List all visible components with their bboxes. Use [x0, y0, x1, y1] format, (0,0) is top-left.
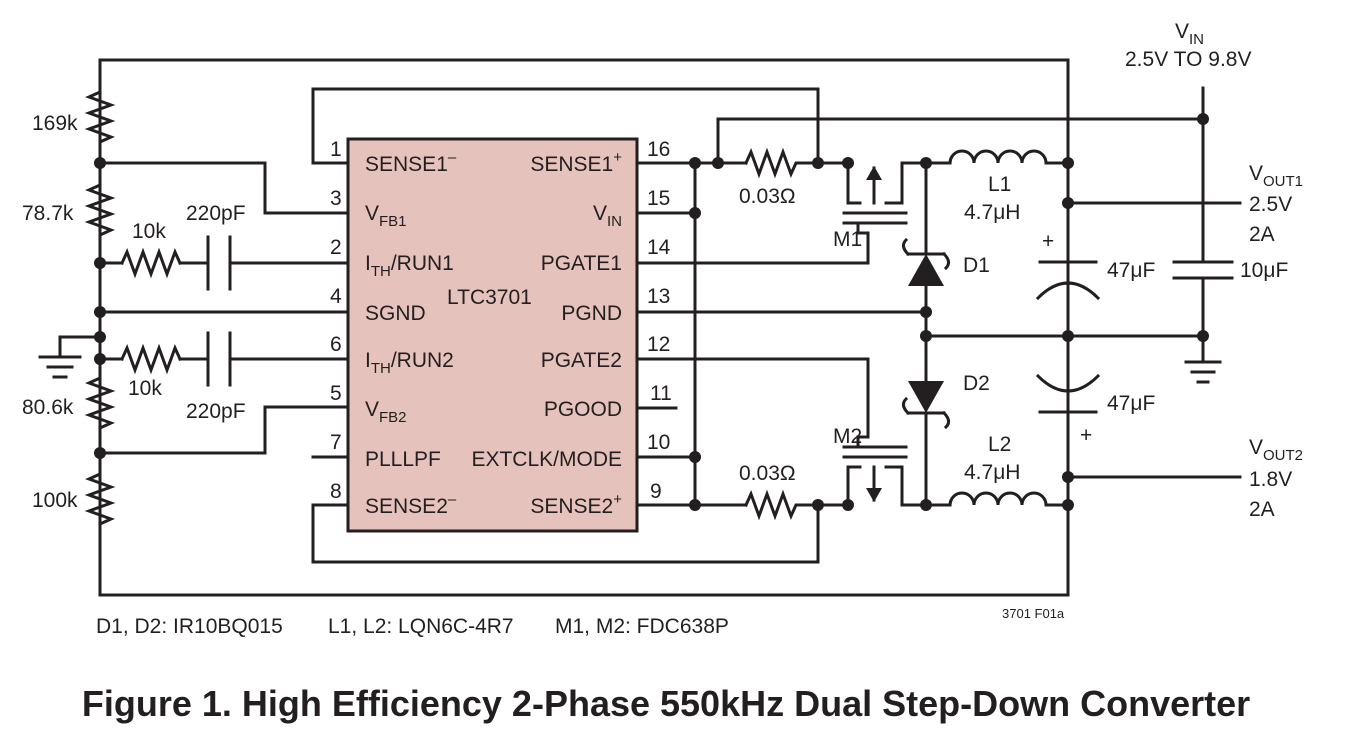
inductor-l1 — [948, 149, 1070, 165]
pin-name-sgnd: SGND — [365, 302, 426, 325]
vout2-voltage: 1.8V — [1249, 468, 1292, 491]
label-plus-bottom: + — [1080, 424, 1092, 447]
capacitor-47uf-top — [1035, 260, 1101, 301]
pin-number: 15 — [647, 187, 670, 210]
pin-name-pgate1: PGATE1 — [541, 252, 622, 275]
wires — [38, 58, 1242, 597]
pin-name-vin: VIN — [593, 202, 622, 230]
pin-name-vfb2: VFB2 — [365, 398, 407, 426]
pin-number: 13 — [647, 285, 670, 308]
label-c-220pf-bottom: 220pF — [186, 400, 246, 423]
pin-name-sense1-plus: SENSE1+ — [530, 149, 622, 176]
vin-label: VIN 2.5V TO 9.8V — [1125, 20, 1251, 71]
label-plus-top: + — [1042, 230, 1054, 253]
label-rs1: 0.03Ω — [739, 185, 796, 208]
figure-code: 3701 F01a — [1002, 606, 1065, 621]
ic-pin-numbers: 1 3 2 4 6 5 7 8 16 15 14 13 12 11 10 9 — [330, 138, 672, 503]
resistor-169k — [84, 78, 116, 165]
ic-right-pin-names: SENSE1+ VIN PGATE1 PGND PGATE2 PGOOD EXT… — [471, 149, 622, 518]
vout1-name: VOUT1 — [1249, 162, 1303, 190]
label-c-in: 10μF — [1240, 259, 1288, 282]
label-r-10k-top: 10k — [132, 220, 166, 243]
resistor-78k7 — [84, 161, 116, 265]
inductor-l2 — [948, 491, 1070, 507]
pin-name-ith-run2: ITH/RUN2 — [365, 349, 454, 377]
pin-name-sense1-minus: SENSE1– — [365, 149, 457, 176]
label-r-80k6: 80.6k — [22, 396, 74, 419]
resistor-100k — [84, 451, 116, 562]
vout2-name: VOUT2 — [1249, 436, 1303, 464]
label-c-220pf-top: 220pF — [186, 202, 246, 225]
label-l1-name: L1 — [988, 173, 1011, 196]
label-rs2: 0.03Ω — [739, 462, 796, 485]
pin-number: 1 — [330, 138, 342, 161]
pin-number: 4 — [330, 285, 342, 308]
figure-caption: Figure 1. High Efficiency 2-Phase 550kHz… — [82, 683, 1250, 724]
bom-diodes: D1, D2: IR10BQ015 — [96, 615, 283, 638]
pin-name-plllpf: PLLLPF — [365, 448, 441, 471]
bom-mosfets: M1, M2: FDC638P — [555, 615, 729, 638]
pin-number: 3 — [330, 187, 342, 210]
pin-name-pgnd: PGND — [561, 302, 622, 325]
mosfet-m1-arrow — [866, 166, 882, 180]
capacitor-220pf-top — [206, 235, 232, 291]
ic-part-name: LTC3701 — [447, 286, 532, 309]
label-r-169k: 169k — [32, 112, 78, 135]
pin-number: 7 — [330, 431, 342, 454]
pin-name-pgate2: PGATE2 — [541, 349, 622, 372]
vin-name: VIN — [1175, 20, 1204, 48]
resistor-10k-bottom — [120, 343, 182, 375]
pin-name-sense2-plus: SENSE2+ — [530, 491, 622, 518]
pin-number: 11 — [650, 382, 672, 405]
label-r-10k-bottom: 10k — [128, 377, 162, 400]
capacitor-10uf — [1172, 260, 1234, 280]
resistor-80k6 — [84, 357, 116, 455]
vout1-label: VOUT1 2.5V 2A — [1249, 162, 1303, 246]
pin-name-pgood: PGOOD — [544, 398, 622, 421]
capacitor-47uf-bottom — [1035, 373, 1101, 414]
bom-inductors: L1, L2: LQN6C-4R7 — [328, 615, 514, 638]
pin-number: 14 — [647, 236, 671, 259]
vout1-current: 2A — [1249, 223, 1275, 246]
sense-resistor-1 — [744, 147, 802, 179]
pin-number: 8 — [330, 480, 342, 503]
vin-range: 2.5V TO 9.8V — [1125, 48, 1251, 71]
sense-resistor-2 — [744, 489, 802, 521]
label-r-78k7: 78.7k — [22, 202, 74, 225]
label-m2: M2 — [833, 425, 862, 448]
label-d1: D1 — [963, 254, 990, 277]
pin-number: 9 — [650, 480, 662, 503]
label-c-out1: 47μF — [1107, 259, 1155, 282]
vout2-current: 2A — [1249, 498, 1275, 521]
ic-left-pin-names: SENSE1– VFB1 ITH/RUN1 SGND ITH/RUN2 VFB2… — [365, 149, 457, 518]
pin-number: 5 — [330, 382, 342, 405]
ic-body — [346, 137, 639, 533]
capacitor-220pf-bottom — [206, 331, 232, 387]
label-r-100k: 100k — [32, 489, 78, 512]
pin-name-sense2-minus: SENSE2– — [365, 491, 457, 518]
pin-number: 10 — [647, 431, 670, 454]
pin-name-vfb1: VFB1 — [365, 202, 407, 230]
label-l2-value: 4.7μH — [964, 461, 1020, 484]
pin-number: 6 — [330, 333, 342, 356]
pin-name-ith-run1: ITH/RUN1 — [365, 252, 454, 280]
junction-dots — [94, 113, 1209, 511]
pin-number: 16 — [647, 138, 670, 161]
label-m1: M1 — [833, 228, 862, 251]
pin-number: 12 — [647, 333, 670, 356]
label-c-out2: 47μF — [1107, 392, 1155, 415]
component-labels: 169k 78.7k 80.6k 100k 10k 10k 220pF 220p… — [22, 112, 1288, 512]
resistor-10k-top — [120, 247, 182, 279]
label-l2-name: L2 — [988, 433, 1011, 456]
diode-d1 — [901, 237, 951, 286]
vout2-label: VOUT2 1.8V 2A — [1249, 436, 1303, 521]
mosfet-m2-arrow — [866, 488, 882, 502]
pin-number: 2 — [330, 236, 342, 259]
vout1-voltage: 2.5V — [1249, 193, 1292, 216]
label-d2: D2 — [963, 372, 990, 395]
label-l1-value: 4.7μH — [964, 201, 1020, 224]
diode-d2 — [901, 381, 951, 430]
pin-name-extclk-mode: EXTCLK/MODE — [471, 448, 622, 471]
